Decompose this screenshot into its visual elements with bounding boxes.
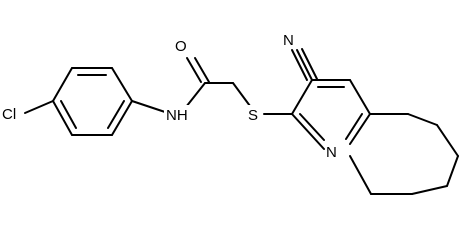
atom-nitrile-n: N <box>282 30 296 49</box>
double-bond-inner <box>345 113 363 140</box>
carbonyl-double-bond <box>194 57 210 83</box>
nitrile-nitrogen-label: N <box>283 32 294 49</box>
bond <box>436 124 459 157</box>
bond-ch2-s <box>232 82 251 107</box>
bond-ring-n <box>131 100 169 114</box>
atom-nh: NH <box>164 105 190 124</box>
carbonyl-double-bond <box>186 57 202 83</box>
bond <box>411 185 448 195</box>
double-bond-inner <box>299 113 325 141</box>
atom-s: S <box>247 105 261 124</box>
bond <box>349 79 371 115</box>
double-bond-inner <box>107 100 125 129</box>
bond <box>111 67 133 102</box>
bond <box>349 113 371 145</box>
cyclooctane-ring <box>349 113 459 195</box>
molecule-drawing: Cl NH O S N N <box>1 30 459 195</box>
atom-cl: Cl <box>1 104 21 123</box>
bond <box>52 67 73 102</box>
atom-pyridine-n: N <box>325 142 339 161</box>
bond <box>111 100 133 136</box>
atom-o: O <box>174 36 188 55</box>
chlorine-label: Cl <box>2 106 16 123</box>
bond-c-cl <box>24 100 54 114</box>
nitrile-bond <box>291 49 308 81</box>
bond <box>446 155 459 187</box>
pyridine-nitrogen-label: N <box>326 144 337 161</box>
bond <box>291 113 325 150</box>
sulfur-label: S <box>248 107 258 124</box>
nitrile-bond <box>301 48 318 80</box>
nitrile-bond <box>296 49 313 81</box>
chlorophenyl-ring <box>52 67 133 136</box>
structure-canvas: Cl NH O S N N <box>1 30 459 195</box>
bond <box>407 113 438 126</box>
amide-nh-label: NH <box>166 107 188 124</box>
bond-n-co <box>185 82 206 108</box>
pyridine-ring <box>291 79 371 150</box>
carbonyl-oxygen-label: O <box>175 38 187 55</box>
bond <box>52 100 73 136</box>
bond <box>291 79 313 115</box>
double-bond-inner <box>60 100 77 129</box>
bond <box>349 155 372 195</box>
